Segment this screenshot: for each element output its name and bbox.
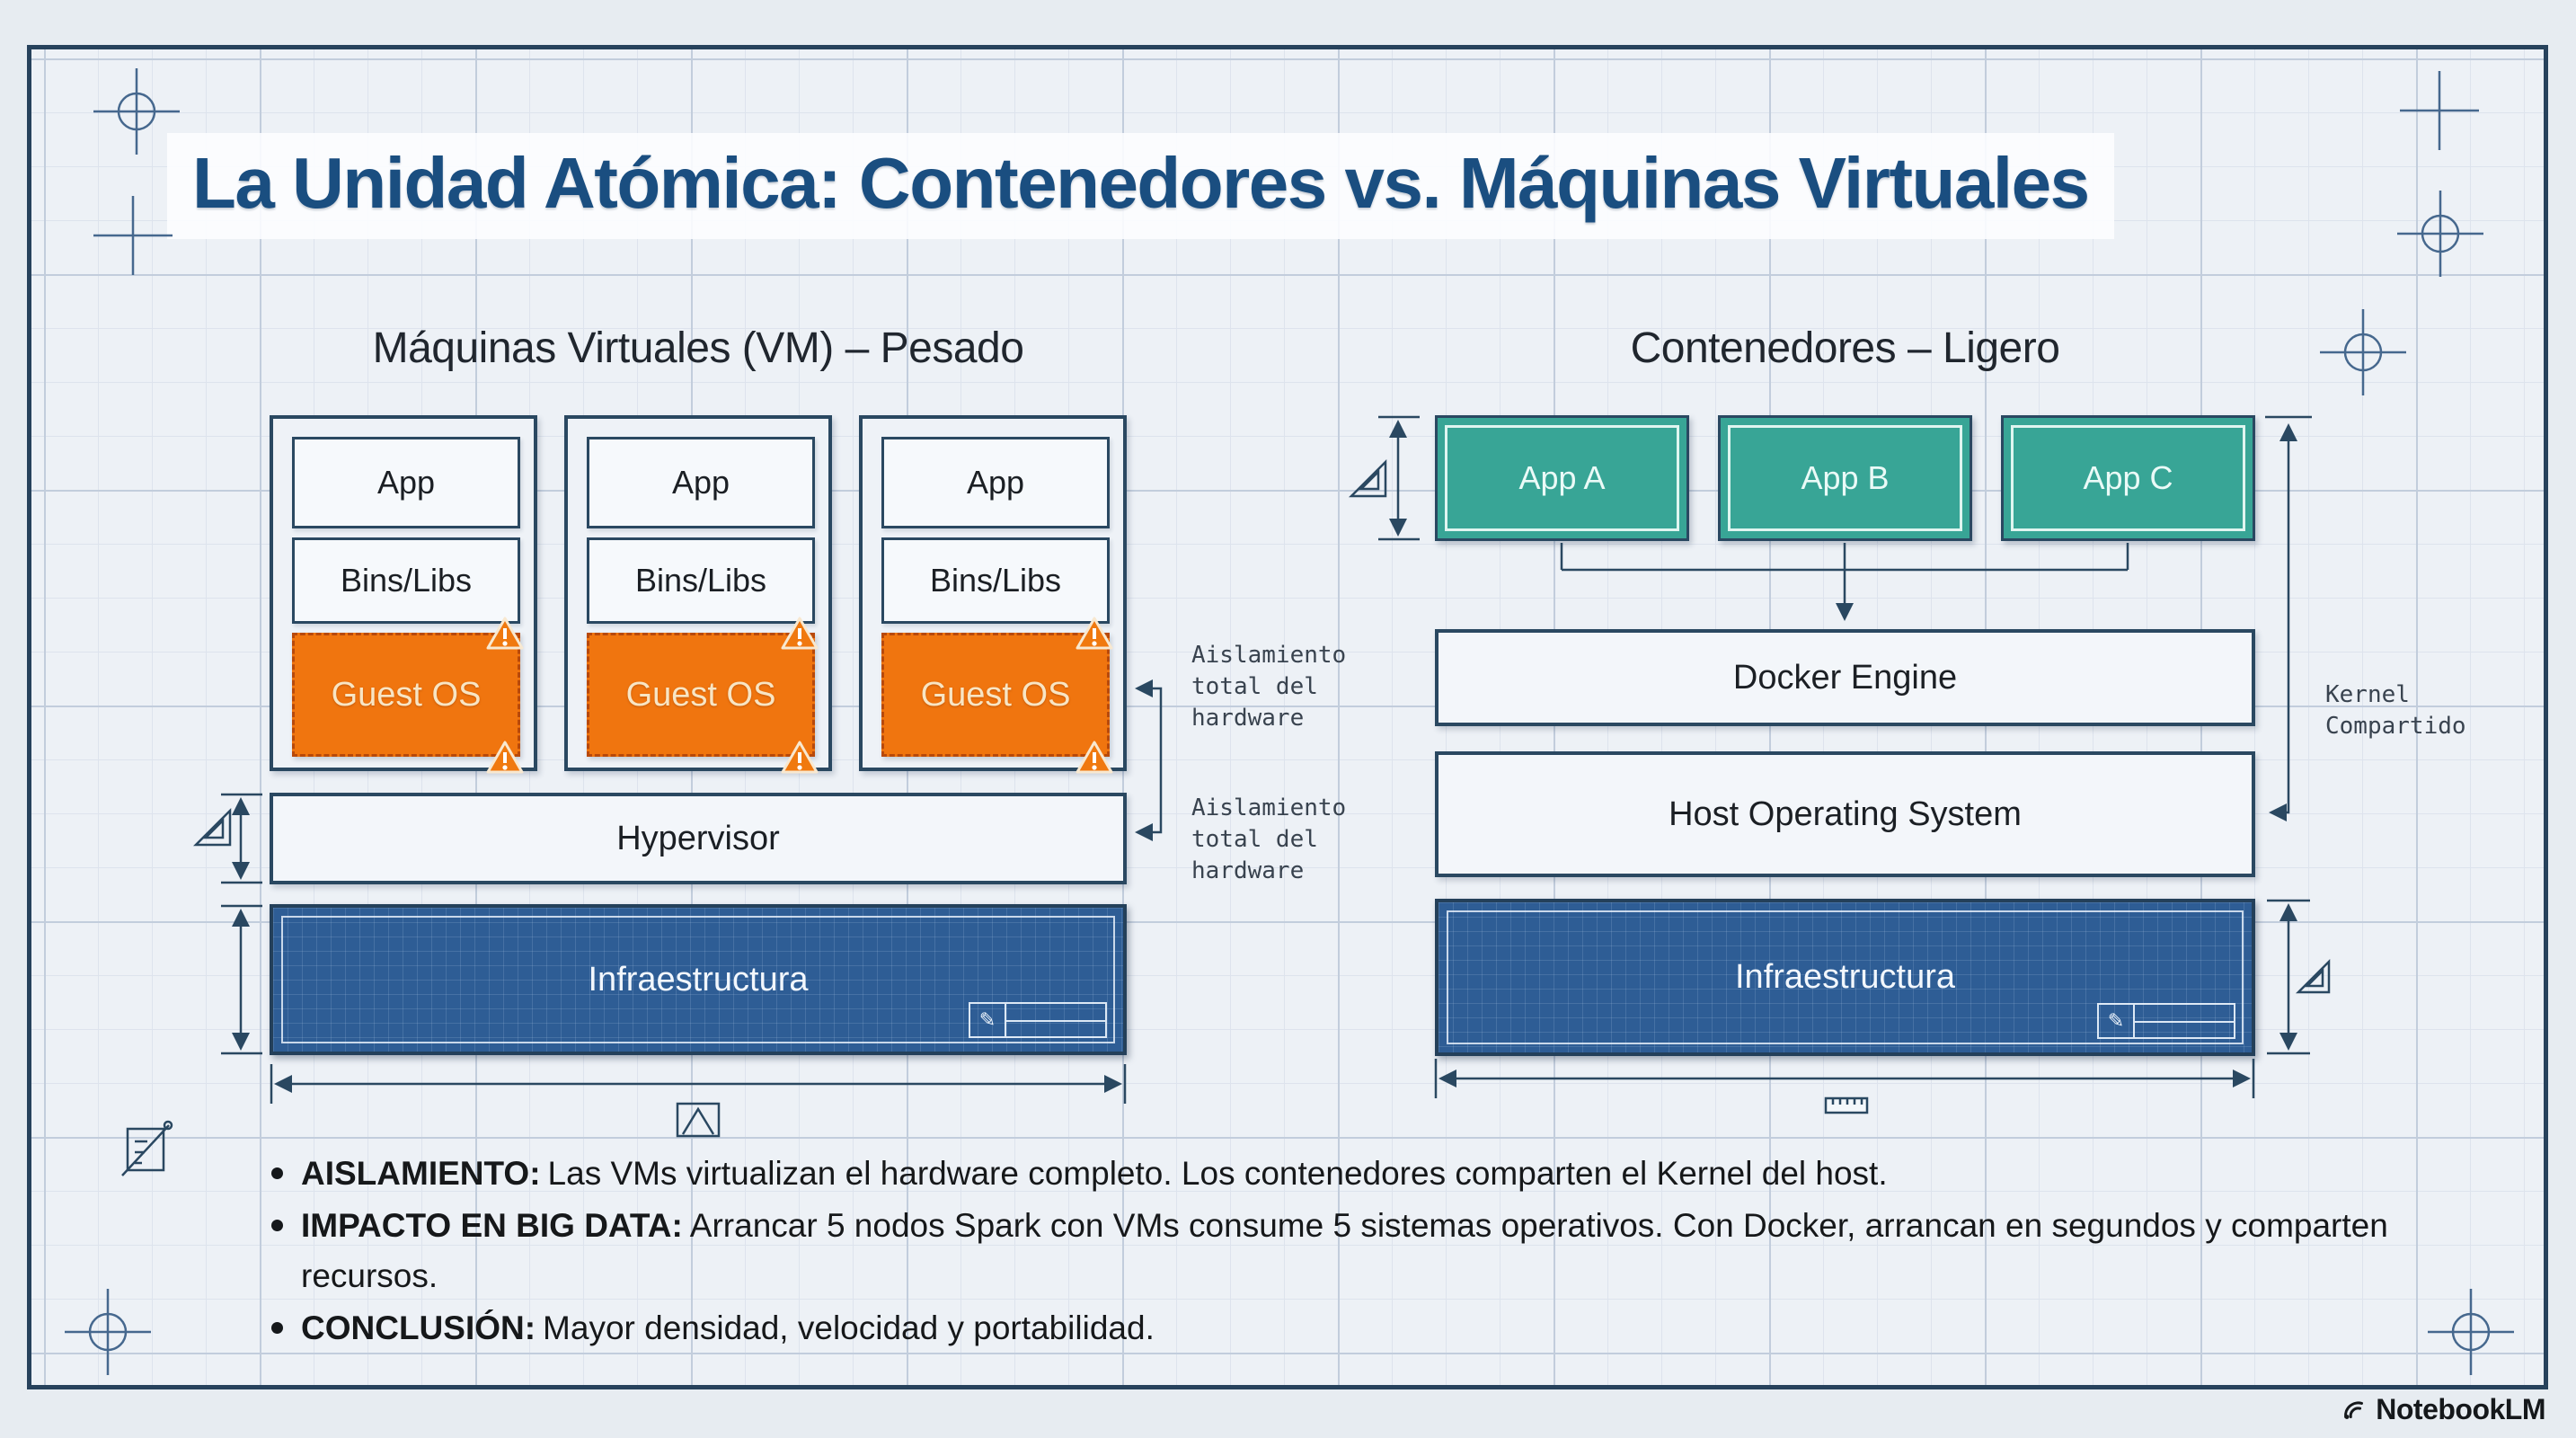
pen-icon: ✎ xyxy=(970,1004,1006,1036)
note-body: Arrancar 5 nodos Spark con VMs consume 5… xyxy=(301,1207,2388,1294)
warning-icon xyxy=(1076,617,1113,650)
bullet-dot xyxy=(271,1322,283,1334)
note-text: IMPACTO EN BIG DATA:Arrancar 5 nodos Spa… xyxy=(301,1201,2446,1301)
note-conclusion: CONCLUSIÓN:Mayor densidad, velocidad y p… xyxy=(271,1303,2446,1354)
vm-app-box: App xyxy=(881,437,1110,528)
warning-icon xyxy=(1076,741,1113,774)
vm-app-box: App xyxy=(587,437,815,528)
note-term: IMPACTO EN BIG DATA: xyxy=(301,1207,683,1244)
guest-os-label: Guest OS xyxy=(331,675,482,714)
vm-bins-libs-box: Bins/Libs xyxy=(587,537,815,624)
vm-infrastructure-box: Infraestructura ✎ xyxy=(270,904,1127,1055)
infra-title-block: ✎ xyxy=(969,1002,1107,1038)
note-body: Mayor densidad, velocidad y portabilidad… xyxy=(543,1309,1155,1346)
vm-bins-libs-box: Bins/Libs xyxy=(881,537,1110,624)
containers-section-heading: Contenedores – Ligero xyxy=(1630,324,2060,372)
note-body: Las VMs virtualizan el hardware completo… xyxy=(547,1155,1888,1192)
infra-title-block: ✎ xyxy=(2097,1003,2235,1039)
pen-icon: ✎ xyxy=(2099,1005,2135,1037)
note-term: AISLAMIENTO: xyxy=(301,1155,541,1192)
vm-bins-libs-box: Bins/Libs xyxy=(292,537,520,624)
infrastructure-label: Infraestructura xyxy=(588,960,809,999)
bullet-dot xyxy=(271,1220,283,1231)
guest-os-label: Guest OS xyxy=(625,675,776,714)
note-aislamiento: AISLAMIENTO:Las VMs virtualizan el hardw… xyxy=(271,1149,2446,1199)
hypervisor-box: Hypervisor xyxy=(270,793,1127,884)
guest-os-label: Guest OS xyxy=(920,675,1071,714)
notes-list: AISLAMIENTO:Las VMs virtualizan el hardw… xyxy=(271,1149,2446,1355)
isolation-annotation-hypervisor: Aislamiento total del hardware xyxy=(1191,794,1347,884)
notebooklm-brand: NotebookLM xyxy=(2340,1393,2545,1426)
note-text: AISLAMIENTO:Las VMs virtualizan el hardw… xyxy=(301,1149,1888,1199)
warning-icon xyxy=(781,617,819,650)
app-b-label: App B xyxy=(1801,459,1890,496)
vm-guest-os-box: Guest OS xyxy=(292,617,524,774)
container-app-c: App C xyxy=(2001,415,2255,541)
warning-icon xyxy=(781,741,819,774)
vm-guest-os-box: Guest OS xyxy=(587,617,819,774)
container-infrastructure-box: Infraestructura ✎ xyxy=(1435,899,2255,1056)
notebooklm-label: NotebookLM xyxy=(2376,1393,2545,1425)
bullet-dot xyxy=(271,1167,283,1179)
container-app-b: App B xyxy=(1718,415,1972,541)
isolation-annotation-guest: Aislamiento total del hardware xyxy=(1191,642,1347,732)
title-block-lines xyxy=(1006,1004,1105,1036)
notebooklm-logo-icon xyxy=(2344,1400,2364,1419)
vm-stack-1: App Bins/Libs Guest OS xyxy=(270,415,537,774)
vm-guest-os-box: Guest OS xyxy=(881,617,1113,774)
note-impacto: IMPACTO EN BIG DATA:Arrancar 5 nodos Spa… xyxy=(271,1201,2446,1301)
vm-section-heading: Máquinas Virtuales (VM) – Pesado xyxy=(372,324,1024,372)
infrastructure-label: Infraestructura xyxy=(1735,958,1955,996)
note-text: CONCLUSIÓN:Mayor densidad, velocidad y p… xyxy=(301,1303,1155,1354)
vm-app-box: App xyxy=(292,437,520,528)
host-os-box: Host Operating System xyxy=(1435,751,2255,877)
container-app-a: App A xyxy=(1435,415,1689,541)
vm-stack-3: App Bins/Libs Guest OS xyxy=(859,415,1127,774)
docker-engine-box: Docker Engine xyxy=(1435,629,2255,726)
shared-kernel-annotation: Kernel Compartido xyxy=(2325,681,2466,740)
page-title: La Unidad Atómica: Contenedores vs. Máqu… xyxy=(167,133,2114,239)
vm-stack-2: App Bins/Libs Guest OS xyxy=(564,415,832,774)
note-term: CONCLUSIÓN: xyxy=(301,1309,536,1346)
app-c-label: App C xyxy=(2083,459,2173,496)
warning-icon xyxy=(486,617,524,650)
app-a-label: App A xyxy=(1518,459,1606,496)
title-block-lines xyxy=(2135,1005,2234,1037)
warning-icon xyxy=(486,741,524,774)
